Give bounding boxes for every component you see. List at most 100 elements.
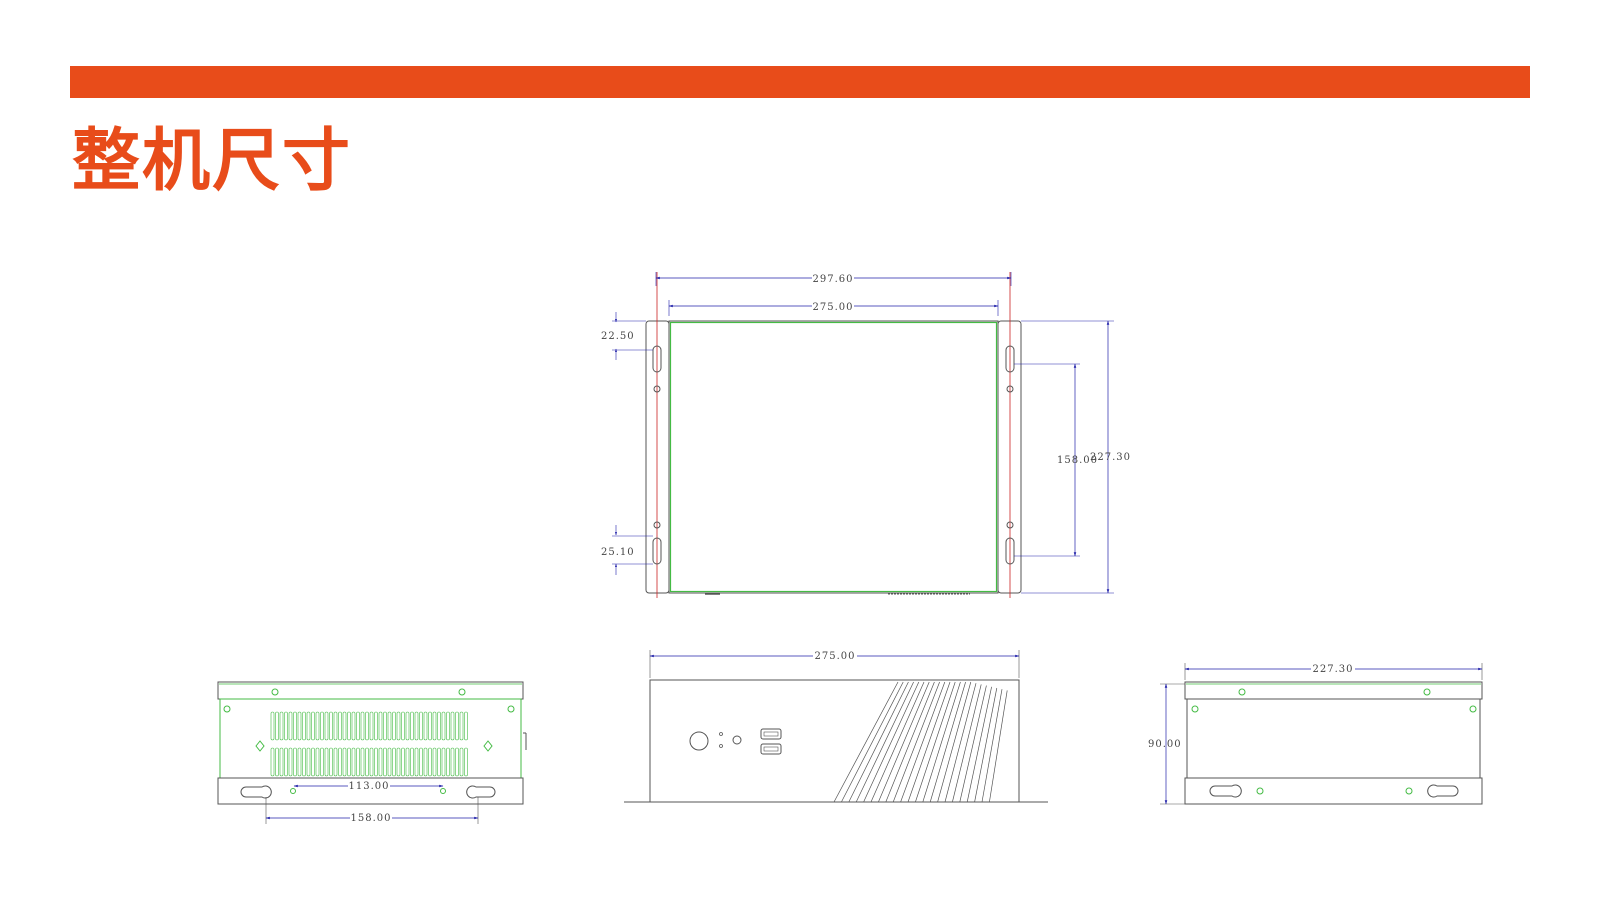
vent-slot (324, 747, 329, 777)
vent-slot (306, 711, 311, 741)
heatsink-fin (885, 681, 935, 803)
vent-slot (378, 711, 383, 741)
led-indicator (719, 744, 723, 748)
heatsink-fins (833, 681, 1008, 803)
top-view-right-ear (997, 320, 1022, 594)
dim-label-overall-width: 297.60 (813, 274, 854, 285)
top-view: 297.60 275.00 22.50 25.10 158.00 227.30 (601, 272, 1130, 598)
vent-slot (333, 711, 338, 741)
heatsink-fin (855, 681, 914, 803)
left-view: 113.00 158.00 (217, 681, 527, 824)
keyhole-slot (240, 785, 272, 799)
hex-standoff (483, 740, 493, 752)
vent-slot (387, 747, 392, 777)
vent-slot (464, 711, 468, 741)
vent-slot (428, 711, 432, 741)
vent-slot (275, 711, 279, 741)
vent-slot (392, 747, 396, 777)
vent-slot (351, 747, 356, 777)
dim-label-left-bracket-spacing: 158.00 (351, 813, 392, 824)
left-view-bottom-flange (217, 777, 524, 805)
vent-slot (423, 747, 428, 777)
left-view-body (219, 698, 522, 779)
screw-hole (1469, 705, 1477, 713)
vent-slot (414, 747, 419, 777)
vent-slot (450, 711, 455, 741)
vent-slot (419, 711, 423, 741)
vent-slot (284, 747, 288, 777)
heatsink-fin (952, 684, 982, 803)
vent-slot (329, 711, 333, 741)
dim-label-top-offset: 22.50 (601, 331, 635, 342)
vent-slot (284, 711, 288, 741)
vent-slot (320, 711, 324, 741)
vent-slot (279, 711, 284, 741)
heatsink-fin (900, 681, 946, 803)
vent-slot (270, 711, 275, 741)
vent-slot (324, 711, 329, 741)
heatsink-fin (981, 689, 1003, 803)
heatsink-fin (907, 681, 951, 803)
screw-hole (458, 688, 466, 696)
vent-slot (338, 747, 342, 777)
dim-label-front-width: 275.00 (815, 651, 856, 662)
vent-slot (297, 711, 302, 741)
heatsink-fin (959, 685, 987, 803)
dim-label-hole-spacing: 158.00 (1057, 455, 1098, 466)
vent-slot (441, 711, 446, 741)
vent-slot (383, 747, 387, 777)
heatsink-fin (841, 681, 904, 803)
vent-slot (365, 711, 369, 741)
vent-slot (360, 747, 365, 777)
dim-label-bottom-offset: 25.10 (601, 547, 635, 558)
vent-slot (401, 747, 405, 777)
vent-slot (270, 747, 275, 777)
vent-slot (311, 747, 315, 777)
vent-slot (275, 747, 279, 777)
vent-slot (293, 747, 297, 777)
reset-button (732, 735, 742, 745)
vent-slot (347, 711, 351, 741)
heatsink-fin (848, 681, 909, 803)
heatsink-fin (944, 683, 977, 803)
vent-slot (410, 747, 414, 777)
vent-slot (311, 711, 315, 741)
page-title: 整机尺寸 (72, 122, 353, 201)
screw-hole (507, 705, 515, 713)
right-view-body (1186, 698, 1481, 779)
vent-slot (293, 711, 297, 741)
screw-hole (1238, 688, 1246, 696)
vent-slot (356, 747, 360, 777)
vent-slot (378, 747, 383, 777)
heatsink-fin (974, 687, 998, 803)
vent-slot (450, 747, 455, 777)
vent-slot (369, 747, 374, 777)
screw-hole (1256, 787, 1264, 795)
vent-slot (333, 747, 338, 777)
vent-slot (423, 711, 428, 741)
vent-slot (464, 747, 468, 777)
screw-hole (223, 705, 231, 713)
vent-slot (405, 747, 410, 777)
screw-hole (1191, 705, 1199, 713)
heatsink-fin (870, 681, 925, 803)
vent-slot (360, 711, 365, 741)
vent-slot (302, 747, 306, 777)
vent-slot (365, 747, 369, 777)
vent-slot (302, 711, 306, 741)
heatsink-fin (878, 681, 930, 803)
keyhole-slot (1209, 784, 1242, 798)
vent-slot (288, 747, 293, 777)
dim-label-left-hole-spacing: 113.00 (349, 781, 390, 792)
vent-slot (315, 711, 320, 741)
vent-slot (338, 711, 342, 741)
vent-slot (342, 747, 347, 777)
vent-slot (374, 747, 378, 777)
vent-slot (437, 711, 441, 741)
vent-slot (446, 747, 450, 777)
vent-slot (432, 747, 437, 777)
vent-slot (459, 747, 464, 777)
vent-slot (455, 747, 459, 777)
vent-slot (383, 711, 387, 741)
